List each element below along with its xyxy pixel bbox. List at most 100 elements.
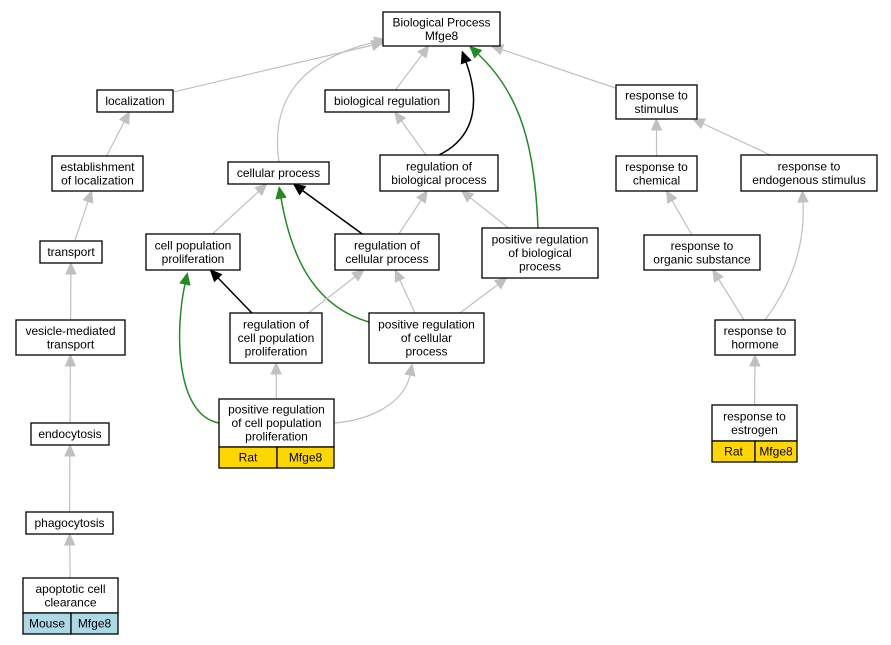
node-label-line: chemical bbox=[633, 173, 680, 187]
edge-arrowhead bbox=[394, 111, 407, 125]
edge-positive-regulation-of-cell-population-proliferation-to-positive-regulation-of-cellular-process bbox=[333, 363, 416, 424]
gene-tag: Mfge8 bbox=[70, 612, 119, 635]
edge-arrowhead bbox=[63, 532, 76, 546]
node-box bbox=[324, 89, 450, 113]
edge-line bbox=[217, 277, 253, 314]
edge-arrowhead bbox=[65, 261, 77, 275]
species-tag: Rat bbox=[711, 440, 756, 463]
edge-line bbox=[172, 44, 373, 93]
node-label-line: vesicle-mediated bbox=[25, 324, 115, 338]
node-box bbox=[22, 577, 119, 614]
edge-vesicle-mediated-transport-to-transport bbox=[65, 261, 77, 321]
edge-phagocytosis-to-endocytosis bbox=[64, 443, 76, 513]
edge-response-to-stimulus-to-bp bbox=[490, 44, 617, 89]
edge-arrowhead bbox=[292, 183, 307, 196]
node-box bbox=[740, 154, 878, 192]
edge-arrowhead bbox=[209, 269, 223, 283]
edge-line bbox=[276, 41, 376, 163]
node-label-line: biological regulation bbox=[334, 94, 440, 108]
edge-regulation-of-cellular-process-to-regulation-of-biological-process bbox=[398, 189, 428, 235]
node-box bbox=[229, 312, 323, 364]
node-label-line: response to bbox=[625, 160, 688, 174]
node-label-line: apoptotic cell bbox=[35, 582, 105, 596]
node-label-line: proliferation bbox=[245, 430, 308, 444]
edge-arrowhead bbox=[460, 50, 472, 65]
edge-cell-population-proliferation-to-cellular-process bbox=[212, 183, 268, 235]
node-box bbox=[218, 398, 335, 448]
node-label-line: proliferation bbox=[162, 252, 225, 266]
edge-arrowhead bbox=[650, 117, 663, 131]
edge-response-to-estrogen-to-response-to-hormone bbox=[749, 353, 761, 406]
gene-tag: Mfge8 bbox=[754, 440, 798, 463]
node-transport[interactable]: transport bbox=[39, 240, 103, 264]
edge-establishment-of-localization-to-localization bbox=[106, 110, 130, 157]
edge-line bbox=[178, 283, 220, 424]
node-label-line: organic substance bbox=[653, 252, 751, 266]
edge-localization-to-bp bbox=[172, 39, 385, 93]
edge-line bbox=[459, 284, 499, 314]
edge-arrowhead bbox=[64, 353, 77, 367]
node-cellular-process[interactable]: cellular process bbox=[227, 161, 330, 185]
node-endocytosis[interactable]: endocytosis bbox=[30, 422, 110, 446]
edge-arrowhead bbox=[797, 189, 809, 203]
node-box bbox=[714, 319, 796, 356]
edge-arrowhead bbox=[417, 45, 430, 59]
node-box bbox=[227, 161, 330, 185]
edge-arrowhead bbox=[179, 272, 191, 286]
edge-line bbox=[501, 48, 617, 89]
node-box bbox=[615, 155, 698, 192]
edge-line bbox=[394, 54, 423, 91]
edge-line bbox=[302, 189, 363, 235]
node-label-line: positive regulation bbox=[228, 403, 325, 417]
node-label-line: positive regulation bbox=[378, 318, 475, 332]
edge-positive-regulation-of-cell-population-proliferation-to-cell-population-proliferation bbox=[178, 272, 220, 424]
node-box bbox=[711, 404, 798, 442]
edge-arrowhead bbox=[275, 185, 287, 200]
node-biological-regulation[interactable]: biological regulation bbox=[324, 89, 450, 113]
node-box bbox=[334, 233, 440, 271]
node-label-line: response to bbox=[625, 88, 688, 102]
node-label-line: positive regulation bbox=[492, 233, 589, 247]
edge-line bbox=[764, 201, 804, 321]
node-label-line: endogenous stimulus bbox=[752, 173, 865, 187]
edge-arrowhead bbox=[712, 268, 724, 283]
node-phagocytosis[interactable]: phagocytosis bbox=[25, 511, 114, 535]
node-box bbox=[382, 11, 501, 47]
node-label-line: proliferation bbox=[245, 345, 308, 359]
node-label-line: regulation of bbox=[406, 159, 473, 173]
edge-line bbox=[702, 123, 771, 156]
node-box bbox=[96, 89, 174, 113]
edge-arrowhead bbox=[254, 183, 268, 197]
node-box bbox=[39, 240, 103, 264]
tag-cell bbox=[754, 440, 798, 463]
node-label-line: localization bbox=[105, 94, 164, 108]
edge-transport-to-establishment-of-localization bbox=[74, 189, 94, 242]
edge-arrowhead bbox=[64, 443, 76, 457]
edge-arrowhead bbox=[749, 353, 761, 367]
edge-response-to-endogenous-stimulus-to-response-to-stimulus bbox=[691, 118, 771, 156]
node-localization[interactable]: localization bbox=[96, 89, 174, 113]
edge-response-to-chemical-to-response-to-stimulus bbox=[650, 117, 663, 156]
node-box bbox=[379, 154, 499, 192]
edge-line bbox=[280, 197, 370, 323]
node-label-line: cell population bbox=[155, 238, 232, 252]
